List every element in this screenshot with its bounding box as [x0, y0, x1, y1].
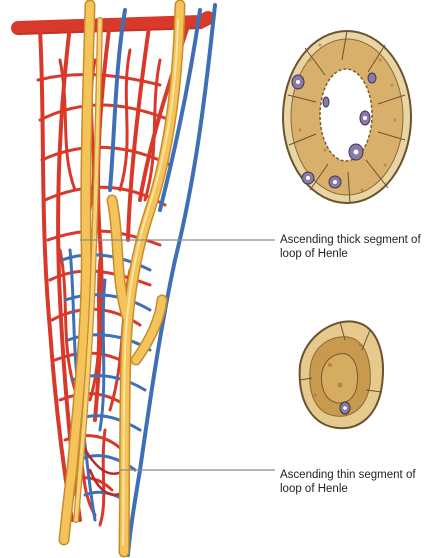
- label-thick-line2: loop of Henle: [280, 247, 421, 261]
- label-thin-line1: Ascending thin segment of: [280, 468, 416, 482]
- thin-segment-cross-section: [300, 321, 383, 428]
- thick-segment-cross-section: [283, 31, 411, 203]
- label-ascending-thick-segment: Ascending thick segment of loop of Henle: [280, 233, 421, 261]
- label-ascending-thin-segment: Ascending thin segment of loop of Henle: [280, 468, 416, 496]
- label-thick-line1: Ascending thick segment of: [280, 233, 421, 247]
- label-thin-line2: loop of Henle: [280, 482, 416, 496]
